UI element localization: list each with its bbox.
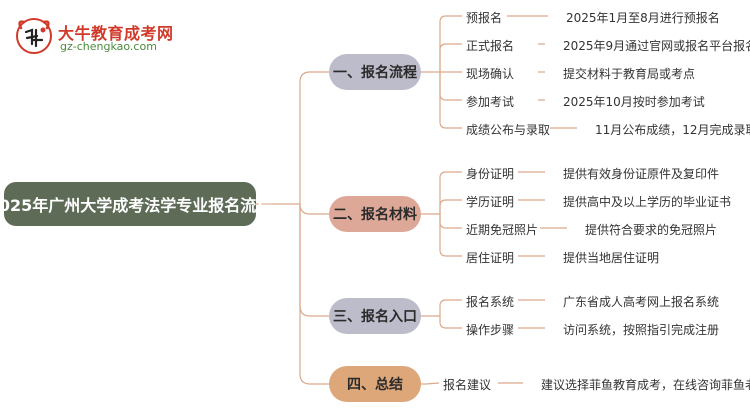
leaf-value: 提供当地居住证明 <box>563 251 660 265</box>
leaf-connector <box>439 15 462 72</box>
leaf-value: 访问系统，按照指引完成注册 <box>563 323 720 337</box>
leaf-connector <box>439 214 462 257</box>
leaf-label: 报名建议 <box>443 378 492 392</box>
leaf-label: 学历证明 <box>466 195 515 209</box>
leaf-connector <box>439 214 462 229</box>
leaf-connector <box>439 199 462 214</box>
leaf-value: 提供有效身份证原件及复印件 <box>563 167 720 181</box>
leaf-label: 参加考试 <box>466 95 515 109</box>
leaf-connector <box>439 72 462 101</box>
leaf-label: 现场确认 <box>466 67 515 81</box>
leaf-connector <box>439 72 462 129</box>
leaf-value: 广东省成人高考网上报名系统 <box>563 295 720 309</box>
leaf-label: 成绩公布与录取 <box>466 123 551 137</box>
leaf-label: 居住证明 <box>466 251 515 265</box>
branch-process: 一、报名流程 <box>329 54 421 90</box>
branch-connector <box>299 204 329 317</box>
leaf-label: 近期免冠照片 <box>466 223 539 237</box>
leaf-label: 报名系统 <box>466 295 515 309</box>
root-node: 2025年广州大学成考法学专业报名流程 <box>0 182 272 226</box>
branch-summary: 四、总结 <box>329 366 421 402</box>
leaf-value: 建议选择菲鱼教育成考，在线咨询菲鱼老师 <box>541 378 750 392</box>
leaf-value: 11月公布成绩，12月完成录取 <box>595 123 750 137</box>
branch-connector <box>299 71 329 204</box>
branch-connector <box>299 204 329 385</box>
leaf-value: 提交材料于教育局或考点 <box>563 67 696 81</box>
branch-connector <box>299 203 329 215</box>
logo-title: 大牛教育成考网 <box>58 24 174 43</box>
leaf-value: 提供高中及以上学历的毕业证书 <box>563 195 732 209</box>
leaf-label: 身份证明 <box>466 167 515 181</box>
leaf-value: 2025年9月通过官网或报名平台报名 <box>563 39 750 53</box>
site-logo[interactable]: 大牛教育成考网 gz-chengkao.com <box>14 16 194 56</box>
leaf-value: 2025年10月按时参加考试 <box>563 95 705 109</box>
leaf-label: 预报名 <box>466 11 503 25</box>
leaf-value: 提供符合要求的免冠照片 <box>585 223 718 237</box>
leaf-connector <box>439 316 462 329</box>
leaf-connector <box>439 43 462 72</box>
leaf-connector <box>439 171 462 214</box>
leaf-connector <box>425 382 440 385</box>
bull-mascot-icon <box>16 18 52 54</box>
branch-entry: 三、报名入口 <box>329 298 421 334</box>
branch-materials: 二、报名材料 <box>329 196 421 232</box>
leaf-connector <box>439 299 462 316</box>
leaf-label: 正式报名 <box>466 39 515 53</box>
leaf-label: 操作步骤 <box>466 323 515 337</box>
logo-url: gz-chengkao.com <box>60 40 157 53</box>
leaf-value: 2025年1月至8月进行预报名 <box>566 11 720 25</box>
